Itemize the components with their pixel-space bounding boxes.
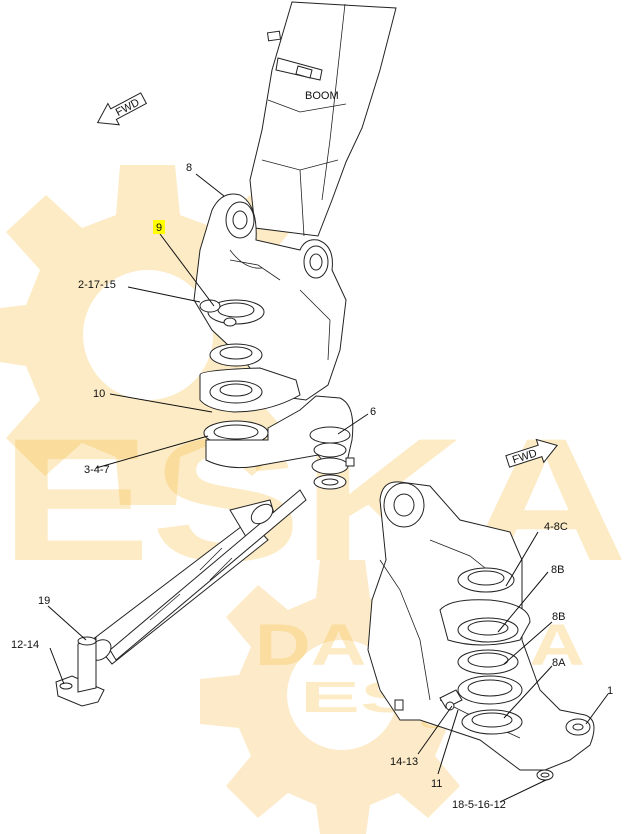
label-1: 1 [607, 685, 613, 697]
label-18-5-16-12: 18-5-16-12 [452, 799, 506, 811]
pivot-rings [199, 343, 301, 446]
label-6: 6 [370, 406, 376, 418]
label-boom: BOOM [305, 90, 339, 102]
label-10: 10 [93, 388, 105, 400]
label-12-14: 12-14 [11, 639, 39, 651]
swing-bracket [205, 395, 355, 490]
label-8a: 8A [552, 657, 566, 669]
swing-frame [367, 481, 595, 781]
label-8b-upper: 8B [551, 564, 564, 576]
label-19: 19 [38, 595, 50, 607]
label-8b-lower: 8B [552, 611, 565, 623]
label-11: 11 [431, 778, 442, 790]
label-4-8c: 4-8C [544, 521, 568, 533]
label-3-4-7: 3-4-7 [84, 464, 110, 476]
fwd-arrow-top: FWD [96, 92, 148, 126]
fwd-arrow-top-label: FWD [114, 97, 142, 119]
cylinder-pin [55, 636, 105, 707]
label-14-13: 14-13 [390, 756, 418, 768]
boom-assembly [249, 1, 397, 237]
leader-lines [47, 173, 609, 803]
label-8: 8 [186, 162, 192, 174]
label-2-17-15: 2-17-15 [78, 279, 116, 291]
callout-labels: BOOM 8 9 2-17-15 10 3-4-7 6 19 12-14 4-8… [11, 90, 613, 811]
label-9: 9 [156, 222, 162, 234]
label-9-highlight [153, 220, 165, 234]
